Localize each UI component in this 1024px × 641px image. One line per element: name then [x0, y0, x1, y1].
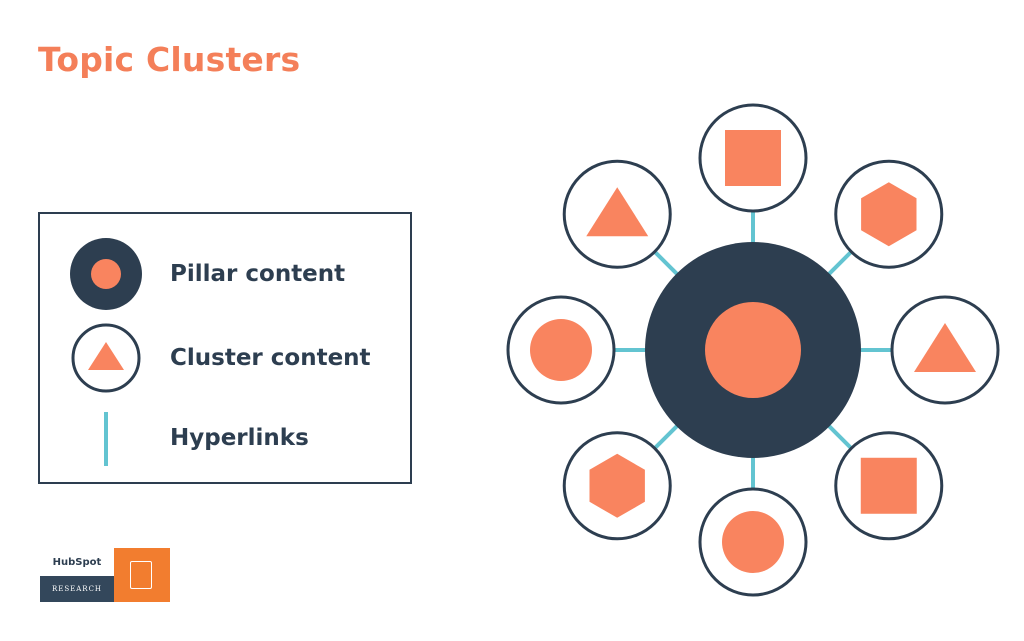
pillar-node-icon [70, 238, 142, 310]
legend-label-pillar: Pillar content [170, 261, 346, 287]
document-icon [114, 548, 170, 602]
legend: Pillar content Cluster content Hyperlink… [38, 212, 412, 484]
hyperlink-top-left [651, 248, 681, 278]
research-badge: RESEARCH [40, 576, 114, 602]
cluster-node-bottom-left [562, 431, 672, 541]
hyperlink-top-right [825, 248, 855, 278]
pillar-node [645, 242, 861, 458]
cluster-node-bottom [698, 487, 808, 597]
cluster-top-square-icon [725, 130, 781, 186]
cluster-node-top-left [562, 159, 672, 269]
cluster-node-left [506, 295, 616, 405]
cluster-top-right-hexagon-icon [861, 182, 917, 247]
hubspot-wordmark: HubSpot [52, 556, 102, 568]
topic-cluster-diagram [506, 103, 1000, 597]
cluster-nodes [506, 103, 1000, 597]
hyperlink-bottom-right [825, 422, 855, 452]
cluster-node-bottom-right [834, 431, 944, 541]
cluster-node-right [890, 295, 1000, 405]
legend-item-cluster: Cluster content [40, 320, 410, 396]
hyperlinks [612, 209, 894, 491]
cluster-bottom-right-square-icon [860, 457, 917, 514]
cluster-node-top-right [834, 159, 944, 269]
cluster-top-left-triangle-icon [586, 187, 649, 237]
cluster-right-triangle-icon [914, 323, 976, 372]
cluster-node-top [698, 103, 808, 213]
hyperlink-line-icon [104, 412, 108, 466]
legend-item-pillar: Pillar content [40, 236, 410, 312]
hyperlink-bottom-left [651, 422, 681, 452]
pillar-inner-circle-icon [705, 302, 801, 398]
cluster-bottom-circle-icon [722, 511, 784, 573]
cluster-bottom-left-hexagon-icon [589, 453, 645, 518]
cluster-node-icon [71, 323, 141, 393]
hubspot-research-logo: HubSpot RESEARCH [40, 548, 170, 604]
legend-label-hyperlinks: Hyperlinks [170, 425, 309, 451]
legend-label-cluster: Cluster content [170, 345, 371, 371]
page-title: Topic Clusters [38, 40, 301, 79]
legend-item-hyperlinks: Hyperlinks [40, 400, 410, 476]
cluster-left-circle-icon [530, 319, 592, 381]
